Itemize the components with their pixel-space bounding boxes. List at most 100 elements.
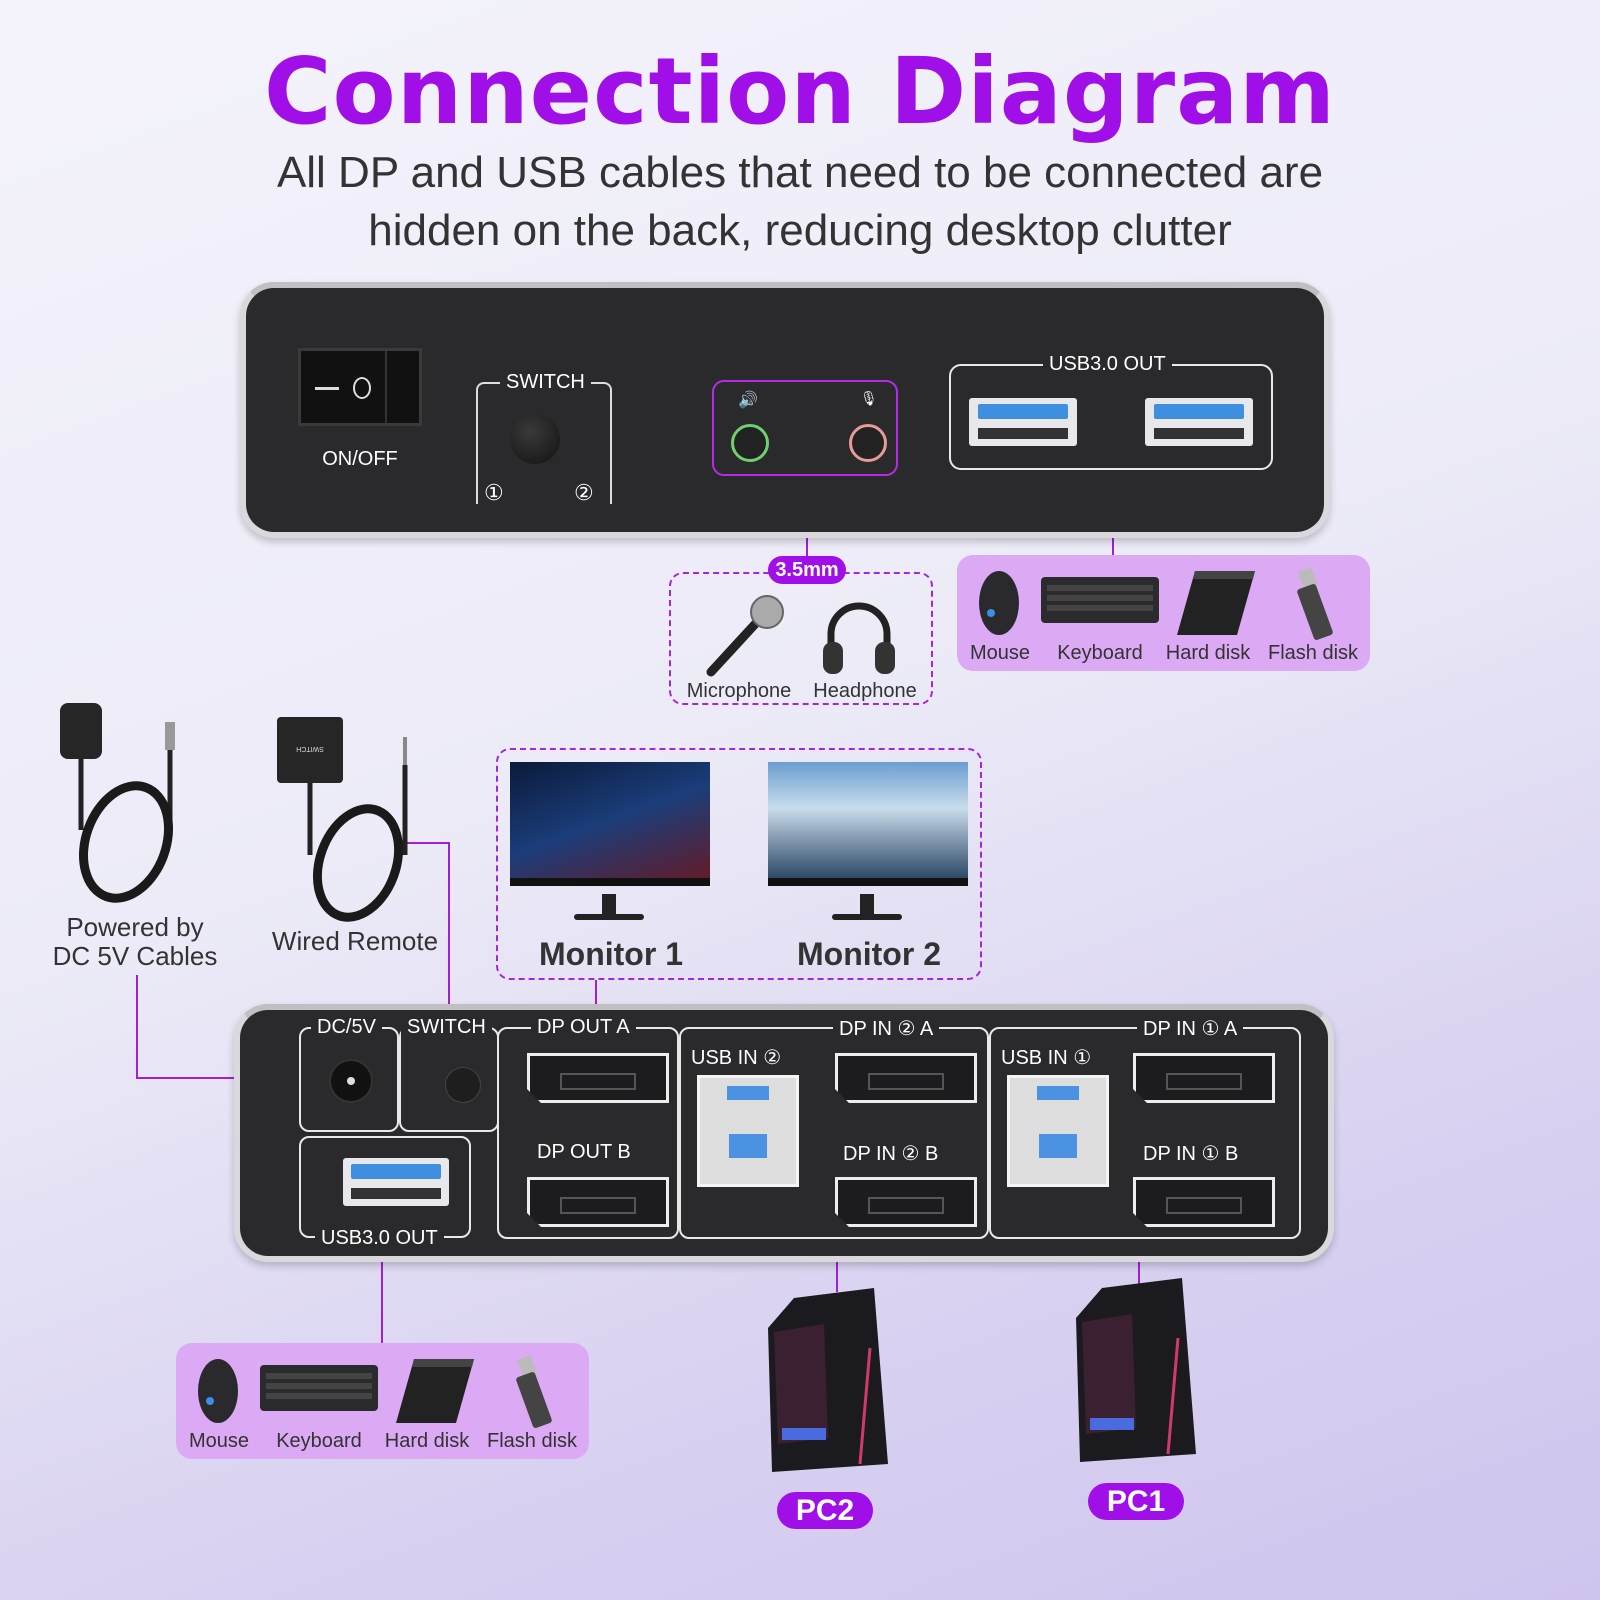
power-off-mark <box>353 377 371 399</box>
pc1-tower-icon <box>1076 1278 1196 1462</box>
hard-disk-icon <box>396 1359 474 1423</box>
dp-in-2a-label: DP IN ② A <box>833 1016 940 1041</box>
wired-remote-label: Wired Remote <box>271 926 439 956</box>
page-title: Connection Diagram <box>263 38 1337 145</box>
mouse-label: Mouse <box>969 642 1031 664</box>
remote-switch-group: SWITCH <box>399 1016 499 1132</box>
monitor-1-stand <box>602 894 616 918</box>
dc-5v-group: DC/5V <box>299 1016 399 1132</box>
power-switch-label: ON/OFF <box>322 448 398 470</box>
power-adapter-icon <box>60 703 175 903</box>
dp-out-a-label: DP OUT A <box>531 1016 636 1039</box>
subtitle-line-2: hidden on the back, reducing desktop clu… <box>368 206 1232 255</box>
pc2-label: PC2 <box>777 1492 873 1529</box>
microphone-jack[interactable] <box>849 424 887 462</box>
switch-label: SWITCH <box>500 371 591 394</box>
usb-devices-top-box: Mouse Keyboard Hard disk Flash disk <box>957 555 1370 671</box>
usb-a-port-1[interactable] <box>969 398 1077 446</box>
kvm-front-panel: ON/OFF SWITCH ① ② 🔊 🎙 USB3.0 OUT <box>240 282 1330 538</box>
keyboard-icon <box>1041 577 1159 623</box>
monitor-2-base <box>832 914 902 920</box>
pc1-input-group: USB IN ① DP IN ① A DP IN ① B <box>989 1016 1301 1239</box>
hard-disk-label: Hard disk <box>1165 642 1251 664</box>
monitor-2-label: Monitor 2 <box>797 936 941 972</box>
dp-in-2b-port[interactable] <box>835 1177 977 1227</box>
mouse-icon <box>198 1359 238 1423</box>
microphone-device-icon <box>706 595 784 677</box>
monitor-1-label: Monitor 1 <box>539 936 683 972</box>
switch-group: SWITCH ① ② <box>476 371 612 505</box>
wired-remote-device: SWITCH <box>277 717 343 783</box>
pc1-label: PC1 <box>1088 1483 1184 1520</box>
power-cable-label-1: Powered by <box>66 912 204 942</box>
kvm-rear-panel: DC/5V SWITCH USB3.0 OUT DP OUT A DP OUT … <box>234 1004 1334 1262</box>
remote-connector-line-h <box>405 842 450 844</box>
pc2-connector-line <box>836 1234 838 1292</box>
dp-in-1a-port[interactable] <box>1133 1053 1275 1103</box>
dp-out-group: DP OUT A DP OUT B <box>497 1016 679 1239</box>
power-on-mark <box>315 387 339 390</box>
speaker-icon: 🔊 <box>738 392 758 409</box>
usb-b-port-1[interactable] <box>1007 1075 1109 1187</box>
hard-disk-icon <box>1177 571 1255 635</box>
remote-switch-port[interactable] <box>445 1067 481 1103</box>
switch-position-2: ② <box>574 480 594 505</box>
dp-in-1b-label: DP IN ① B <box>1143 1143 1239 1165</box>
audio-devices-box: Microphone Headphone <box>669 572 933 705</box>
flash-disk-icon <box>516 1355 552 1428</box>
power-connector-line-h <box>136 1077 300 1079</box>
keyboard-label: Keyboard <box>1057 642 1143 664</box>
dp-in-1b-port[interactable] <box>1133 1177 1275 1227</box>
mouse-label: Mouse <box>188 1430 250 1452</box>
switch-button[interactable] <box>510 414 560 464</box>
usb-in-2-label: USB IN ② <box>691 1047 782 1069</box>
switch-position-1: ① <box>484 480 504 505</box>
audio-jack-group: 🔊 🎙 <box>712 380 898 476</box>
dp-in-2b-label: DP IN ② B <box>843 1143 939 1165</box>
flash-disk-label: Flash disk <box>1267 642 1359 664</box>
dp-out-a-port[interactable] <box>527 1053 669 1103</box>
usb-bottom-connector-line <box>381 1234 383 1344</box>
audio-3-5mm-badge: 3.5mm <box>768 556 846 584</box>
monitors-box: Monitor 1 Monitor 2 <box>496 748 982 980</box>
power-rocker-switch[interactable] <box>298 348 422 426</box>
microphone-label: Microphone <box>686 680 792 702</box>
usb-out-label: USB3.0 OUT <box>1043 353 1172 376</box>
monitor-2-screen <box>768 762 968 886</box>
dc-power-port[interactable] <box>329 1059 373 1103</box>
headphone-label: Headphone <box>813 680 917 702</box>
power-cable-label-2: DC 5V Cables <box>52 941 218 971</box>
flash-disk-label: Flash disk <box>486 1430 578 1452</box>
pc2-tower-icon <box>768 1288 888 1472</box>
monitor-1-base <box>574 914 644 920</box>
subtitle-line-1: All DP and USB cables that need to be co… <box>276 148 1324 197</box>
monitor-1-screen <box>510 762 710 886</box>
microphone-icon: 🎙 <box>860 390 878 406</box>
monitor-connector-line <box>595 980 597 1024</box>
monitor-2-stand <box>860 894 874 918</box>
usb-a-port-2[interactable] <box>1145 398 1253 446</box>
dp-out-b-port[interactable] <box>527 1177 669 1227</box>
rocker-divider <box>385 351 387 423</box>
remote-switch-label: SWITCH <box>401 1016 492 1039</box>
usb-b-port-2[interactable] <box>697 1075 799 1187</box>
dp-out-b-label: DP OUT B <box>537 1141 631 1163</box>
pc2-input-group: USB IN ② DP IN ② A DP IN ② B <box>679 1016 989 1239</box>
rear-usb-a-port[interactable] <box>343 1158 449 1206</box>
headphone-jack[interactable] <box>731 424 769 462</box>
dp-in-1a-label: DP IN ① A <box>1137 1016 1244 1041</box>
remote-cable-icon <box>307 737 408 922</box>
rear-usb-out-group: USB3.0 OUT <box>299 1136 471 1250</box>
usb-out-group: USB3.0 OUT <box>949 353 1273 470</box>
hard-disk-label: Hard disk <box>384 1430 470 1452</box>
usb-devices-bottom-box: Mouse Keyboard Hard disk Flash disk <box>176 1343 589 1459</box>
power-connector-line-v <box>136 975 138 1079</box>
usb-in-1-label: USB IN ① <box>1001 1047 1092 1069</box>
mouse-icon <box>979 571 1019 635</box>
remote-connector-line-v <box>448 842 450 1024</box>
keyboard-icon <box>260 1365 378 1411</box>
flash-disk-icon <box>1297 567 1333 640</box>
rear-usb-out-label: USB3.0 OUT <box>315 1227 444 1250</box>
dp-in-2a-port[interactable] <box>835 1053 977 1103</box>
dc-5v-label: DC/5V <box>311 1016 382 1039</box>
